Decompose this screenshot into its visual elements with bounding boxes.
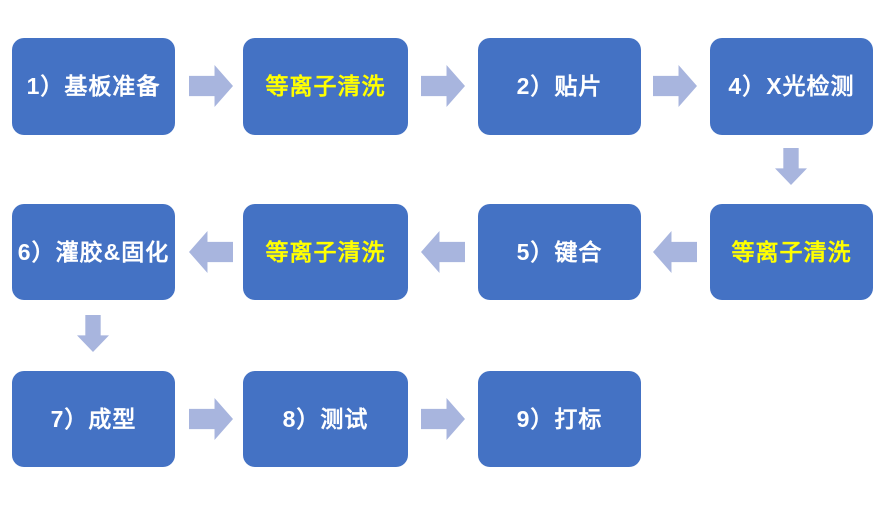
plasma-clean-3-label: 等离子清洗 — [731, 238, 852, 265]
arrow-left-icon — [189, 231, 233, 273]
plasma-clean-2-box: 等离子清洗 — [243, 204, 408, 300]
arrow-left-icon — [653, 231, 697, 273]
arrow-left-icon — [421, 231, 465, 273]
step-8-testing-label: 8）测试 — [282, 405, 369, 432]
plasma-clean-1-box: 等离子清洗 — [243, 38, 408, 135]
step-5-bonding-label: 5）键合 — [516, 238, 603, 265]
step-2-die-attach-label: 2）贴片 — [516, 73, 603, 99]
step-7-molding-label: 7）成型 — [50, 405, 137, 432]
step-6-potting-curing-box: 6）灌胶&固化 — [12, 204, 175, 300]
step-7-molding-box: 7）成型 — [12, 371, 175, 467]
step-8-testing-box: 8）测试 — [243, 371, 408, 467]
step-4-xray-inspection-label: 4）X光检测 — [728, 73, 855, 99]
arrow-down-icon — [77, 315, 109, 352]
step-4-xray-inspection-box: 4）X光检测 — [710, 38, 873, 135]
plasma-clean-3-box: 等离子清洗 — [710, 204, 873, 300]
plasma-clean-1-label: 等离子清洗 — [265, 73, 386, 99]
arrow-right-icon — [653, 65, 697, 107]
plasma-clean-2-label: 等离子清洗 — [265, 238, 386, 265]
step-9-marking-box: 9）打标 — [478, 371, 641, 467]
step-5-bonding-box: 5）键合 — [478, 204, 641, 300]
step-1-substrate-prep-label: 1）基板准备 — [26, 73, 161, 99]
arrow-down-icon — [775, 148, 807, 185]
arrow-right-icon — [421, 398, 465, 440]
step-6-potting-curing-label: 6）灌胶&固化 — [17, 238, 170, 265]
step-2-die-attach-box: 2）贴片 — [478, 38, 641, 135]
arrow-right-icon — [189, 398, 233, 440]
arrow-right-icon — [189, 65, 233, 107]
arrow-right-icon — [421, 65, 465, 107]
step-9-marking-label: 9）打标 — [516, 405, 603, 432]
step-1-substrate-prep-box: 1）基板准备 — [12, 38, 175, 135]
